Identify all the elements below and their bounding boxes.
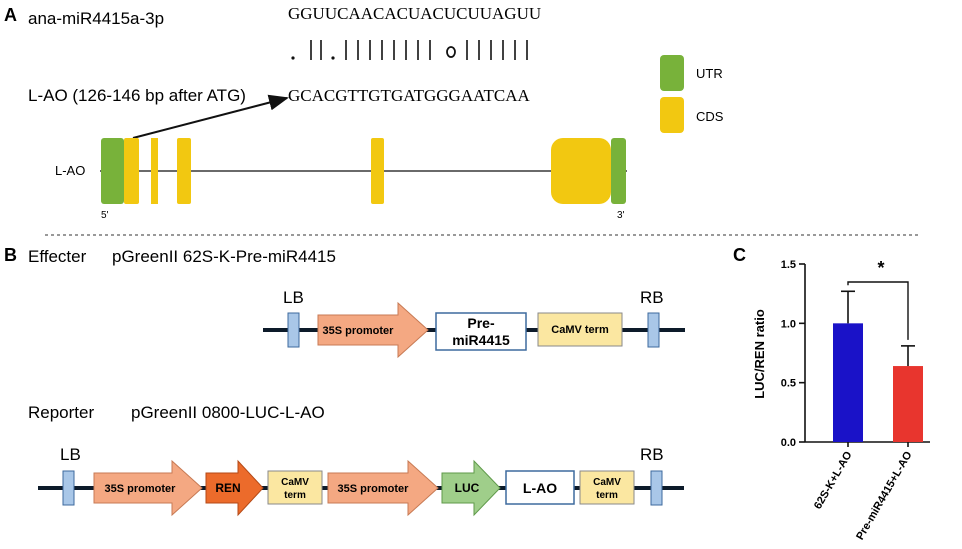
legend-cds-label: CDS	[696, 109, 724, 124]
panel-b: B Effecter pGreenII 62S-K-Pre-miR4415 LB…	[4, 245, 685, 517]
reporter-35s-promoter-2	[327, 459, 439, 517]
panel-c-label: C	[733, 245, 746, 265]
cds-exon-4	[371, 138, 384, 204]
reporter-35s-promoter-1	[93, 459, 203, 517]
ren-gene	[205, 459, 264, 517]
significance-bracket	[847, 281, 909, 340]
utr-5-exon	[101, 138, 124, 204]
target-site-label: L-AO (126-146 bp after ATG)	[28, 86, 246, 105]
reporter-camv-term-2-line2: term	[596, 490, 618, 501]
bar-2	[893, 366, 923, 442]
utr-3-exon	[611, 138, 626, 204]
effecter-construct: LB 35S promoter Pre- miR4415 CaMV term R…	[263, 288, 685, 359]
panel-a-label: A	[4, 5, 17, 25]
reporter-camv-term-1-line1: CaMV	[281, 477, 309, 488]
reporter-35s-promoter-1-label: 35S promoter	[105, 483, 177, 495]
reporter-camv-term-1-line2: term	[284, 490, 306, 501]
reporter-lb-border	[62, 470, 75, 506]
reporter-vector-name: pGreenII 0800-LUC-L-AO	[131, 403, 325, 422]
mirna-sequence: GGUUCAACACUACUCUUAGUU	[288, 4, 541, 23]
effecter-35s-promoter-label: 35S promoter	[323, 325, 395, 337]
lao-label: L-AO	[523, 480, 557, 496]
reporter-lb-label: LB	[60, 445, 81, 464]
significance-star: *	[877, 258, 884, 278]
panel-a: A ana-miR4415a-3p GGUUCAACACUACUCUUAGUU	[4, 4, 724, 221]
effecter-title: Effecter	[28, 247, 87, 266]
three-prime-label: 3'	[617, 210, 625, 221]
reporter-camv-term-2-line1: CaMV	[593, 477, 621, 488]
cds-exon-3	[177, 138, 191, 204]
effecter-vector-name: pGreenII 62S-K-Pre-miR4415	[112, 247, 336, 266]
reporter-camv-term-1	[267, 470, 323, 505]
reporter-camv-term-2	[579, 470, 635, 505]
y-tick-label: 0.0	[781, 437, 796, 449]
legend-utr-label: UTR	[696, 66, 723, 81]
cds-exon-2	[151, 138, 158, 204]
y-tick-label: 1.5	[781, 259, 796, 271]
panel-b-label: B	[4, 245, 17, 265]
target-sequence: GCACGTTGTGATGGGAATCAA	[288, 86, 530, 105]
reporter-35s-promoter-2-label: 35S promoter	[338, 483, 410, 495]
legend-utr-swatch	[660, 55, 684, 91]
bar-1	[833, 323, 863, 442]
reporter-construct: LB 35S promoter REN CaMV term 35S promot…	[38, 445, 684, 517]
gene-label: L-AO	[55, 163, 85, 178]
legend-cds-swatch	[660, 97, 684, 133]
target-arrow	[132, 94, 289, 139]
luc-gene	[441, 459, 501, 517]
pre-mir-label-line1: Pre-	[467, 315, 495, 331]
five-prime-label: 5'	[101, 210, 109, 221]
cds-exon-1	[124, 138, 139, 204]
cds-exon-5	[551, 138, 611, 204]
effecter-35s-promoter	[317, 301, 429, 359]
y-axis-title: LUC/REN ratio	[752, 309, 767, 399]
mirna-name: ana-miR4415a-3p	[28, 9, 164, 28]
lao-target-box	[505, 470, 575, 505]
y-tick-label: 1.0	[781, 318, 796, 330]
effecter-rb-label: RB	[640, 288, 664, 307]
reporter-title: Reporter	[28, 403, 94, 422]
effecter-camv-term-label: CaMV term	[551, 324, 609, 336]
effecter-camv-term	[537, 312, 623, 347]
pre-mir-label-line2: miR4415	[452, 332, 510, 348]
effecter-rb-border	[647, 312, 660, 348]
ren-label: REN	[215, 481, 240, 495]
reporter-rb-border	[650, 470, 663, 506]
luc-label: LUC	[455, 481, 480, 495]
x-tick-label: Pre-miR4415+L-AO	[854, 449, 915, 542]
base-pairing-marks	[291, 40, 528, 60]
x-tick-label: 62S-K+L-AO	[812, 449, 855, 511]
effecter-lb-border	[287, 312, 300, 348]
reporter-rb-label: RB	[640, 445, 664, 464]
effecter-lb-label: LB	[283, 288, 304, 307]
pre-mir4415-box	[435, 312, 527, 351]
y-tick-label: 0.5	[781, 378, 796, 390]
